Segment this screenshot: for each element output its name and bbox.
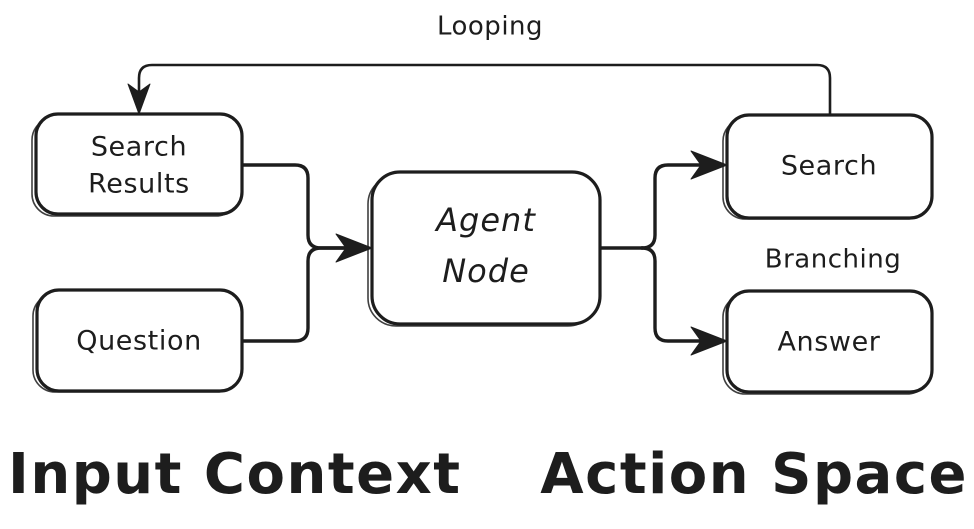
node-agent[interactable]: Agent Node [367,170,602,327]
looping-arrow-head-icon [127,83,151,115]
search-arrow-head-icon [690,150,728,180]
answer-label: Answer [777,327,880,358]
search-results-box [34,112,244,216]
node-question[interactable]: Question [32,288,244,393]
question-label: Question [76,326,202,357]
branching-label: Branching [765,245,901,275]
search-box [725,113,934,220]
edge-inputs-to-agent [240,163,373,343]
search-results-label-line1: Search [91,132,187,163]
answer-box [725,289,934,394]
agent-label-line2: Node [442,252,530,290]
answer-arrow-head-icon [690,326,728,356]
agent-to-answer-path [640,246,714,343]
node-answer[interactable]: Answer [722,289,934,395]
agent-input-arrow-head-icon [335,233,373,263]
agent-label-line1: Agent [434,201,536,239]
edge-agent-branching [598,150,728,356]
action-space-section-label: Action Space [540,442,968,507]
question-box [35,288,244,393]
search-results-label-line2: Results [88,169,190,200]
edge-looping [127,63,832,117]
looping-edge-path [137,63,832,117]
node-search-results[interactable]: Search Results [31,112,244,217]
agent-to-search-path [640,163,714,250]
question-to-agent-path [240,246,360,343]
node-search[interactable]: Search [722,113,934,220]
looping-label: Looping [437,12,543,42]
input-context-section-label: Input Context [8,442,462,507]
agent-box [370,170,602,326]
search-label: Search [781,151,877,182]
